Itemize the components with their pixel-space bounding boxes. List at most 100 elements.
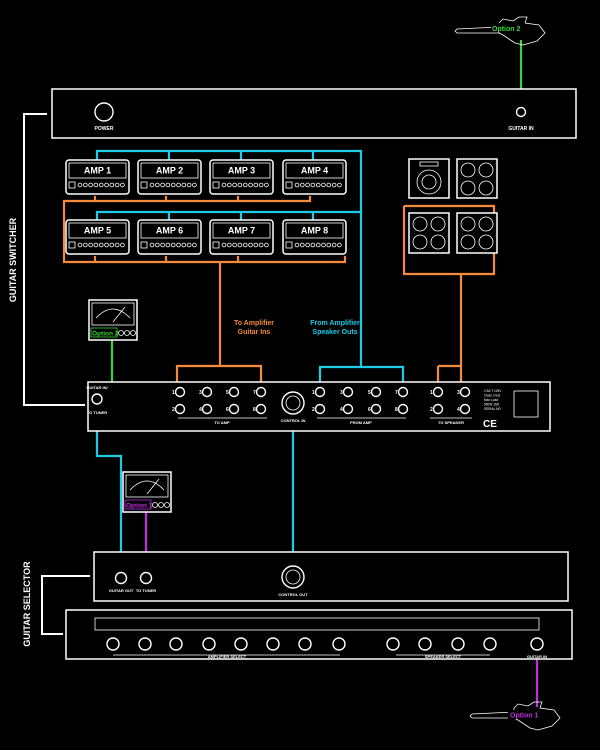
speaker-out-bus	[95, 149, 405, 382]
amp-3-label: AMP 3	[228, 166, 255, 176]
to-amp-jack	[255, 386, 267, 398]
switcher-main-unit: GUITAR IN/ TO TUNER 12345678123456781234…	[86, 381, 551, 432]
guitar-out-label: GUITAR OUT	[109, 588, 134, 593]
from-amp-jack	[370, 403, 382, 415]
to-amp-jack	[201, 403, 213, 415]
footswitch	[451, 637, 465, 651]
iec-socket	[513, 390, 539, 418]
guitar-bottom: Option 1	[469, 701, 561, 731]
footswitch	[138, 637, 152, 651]
svg-text:1: 1	[430, 390, 433, 396]
svg-text:Class 2 Ext: Class 2 Ext	[484, 394, 500, 398]
quad-cabinet-top	[456, 158, 498, 199]
from-amp-jack	[397, 386, 409, 398]
fine-print: 2.5A T 125V Class 2 Ext Max Load 500W 16…	[484, 389, 502, 411]
from-amp-jack	[342, 403, 354, 415]
svg-text:5: 5	[226, 390, 229, 396]
display-strip	[94, 617, 540, 631]
amp-5: AMP 5	[65, 219, 130, 255]
footswitch	[332, 637, 346, 651]
svg-text:8: 8	[253, 407, 256, 413]
svg-text:3: 3	[457, 390, 460, 396]
guitar-in-jack	[515, 106, 527, 118]
footswitch	[202, 637, 216, 651]
option-1-meter-label: Option 1	[126, 503, 153, 510]
amp-5-label: AMP 5	[84, 226, 111, 236]
from-amp-outs-label-2: Speaker Outs	[312, 329, 357, 336]
to-amp-label: TO AMP	[214, 420, 230, 425]
svg-text:2: 2	[172, 407, 175, 413]
amp-8-label: AMP 8	[301, 226, 328, 236]
quad-cabinet-left	[408, 212, 450, 254]
footswitch	[169, 637, 183, 651]
to-tuner-lower-label: TO TUNER	[136, 588, 156, 593]
selector-footswitch-unit: AMPLIFIER SELECT SPEAKER SELECT GUITAR I…	[65, 609, 573, 660]
guitar-in-label: GUITAR IN	[508, 126, 534, 132]
guitar-in-short-label: GUITAR IN/	[86, 385, 108, 390]
svg-text:7: 7	[253, 390, 256, 396]
svg-text:3: 3	[199, 390, 202, 396]
svg-text:5: 5	[368, 390, 371, 396]
control-in-label: CONTROL IN	[281, 418, 306, 423]
selector-control-unit: GUITAR OUT TO TUNER CONTROL OUT	[93, 551, 569, 602]
svg-text:2: 2	[430, 407, 433, 413]
option-1-guitar-label: Option 1	[510, 713, 538, 720]
control-out-jack	[281, 565, 305, 589]
to-amp-jack	[174, 403, 186, 415]
guitar-out-jack	[114, 571, 128, 585]
svg-text:4: 4	[457, 407, 460, 413]
guitar-in-lower-label: GUITAR IN	[527, 654, 547, 659]
to-amp-ins-label-2: Guitar Ins	[238, 329, 271, 336]
footswitches	[106, 637, 544, 651]
from-amp-jack	[314, 403, 326, 415]
svg-text:8: 8	[395, 407, 398, 413]
svg-text:7: 7	[395, 390, 398, 396]
footswitch	[234, 637, 248, 651]
from-amp-label: FROM AMP	[350, 420, 372, 425]
to-speaker: 1 2 3 4	[430, 386, 471, 415]
tuner-jack	[91, 393, 103, 405]
svg-text:Max Load: Max Load	[484, 398, 498, 402]
amp-8: AMP 8	[282, 219, 347, 255]
to-tuner-label: TO TUNER	[87, 410, 107, 415]
svg-text:1: 1	[172, 390, 175, 396]
amp-2-label: AMP 2	[156, 166, 183, 176]
guitar-switcher-label: GUITAR SWITCHER	[8, 217, 18, 302]
quad-cabinet-right	[456, 212, 498, 254]
svg-text:2.5A T 125V: 2.5A T 125V	[484, 389, 502, 393]
footswitch	[106, 637, 120, 651]
amp-2: AMP 2	[137, 159, 202, 195]
amp-3: AMP 3	[209, 159, 274, 195]
control-out-label: CONTROL OUT	[278, 592, 308, 597]
from-amp-outs-label-1: From Amplifier	[310, 320, 360, 327]
option-2-guitar-label: Option 2	[492, 26, 520, 33]
amp-7: AMP 7	[209, 219, 274, 255]
tuner-out-jack	[139, 571, 153, 585]
amp-6: AMP 6	[137, 219, 202, 255]
to-amp-jack	[201, 386, 213, 398]
from-amp-jack	[314, 386, 326, 398]
to-amp-ins-label-1: To Amplifier	[234, 320, 274, 327]
amp-1-label: AMP 1	[84, 166, 111, 176]
footswitch	[418, 637, 432, 651]
speaker-cab-bus	[402, 204, 496, 382]
to-speaker-jack	[432, 386, 444, 398]
svg-text:SERIAL NO: SERIAL NO	[484, 407, 501, 411]
to-amp-jack	[255, 403, 267, 415]
svg-text:3: 3	[340, 390, 343, 396]
to-speaker-jack	[459, 403, 471, 415]
to-speaker-label: TO SPEAKER	[438, 420, 464, 425]
control-in-jack	[281, 391, 305, 415]
amp-1: AMP 1	[65, 159, 130, 195]
footswitch	[266, 637, 280, 651]
option-2-meter-label: Option 2	[92, 331, 119, 338]
speaker-cabinets	[408, 158, 498, 254]
svg-text:6: 6	[226, 407, 229, 413]
amp-6-label: AMP 6	[156, 226, 183, 236]
amplifier-select-label: AMPLIFIER SELECT	[208, 654, 247, 659]
tuner-meter-option-2: Option 2	[88, 299, 138, 341]
to-speaker-jack	[432, 403, 444, 415]
